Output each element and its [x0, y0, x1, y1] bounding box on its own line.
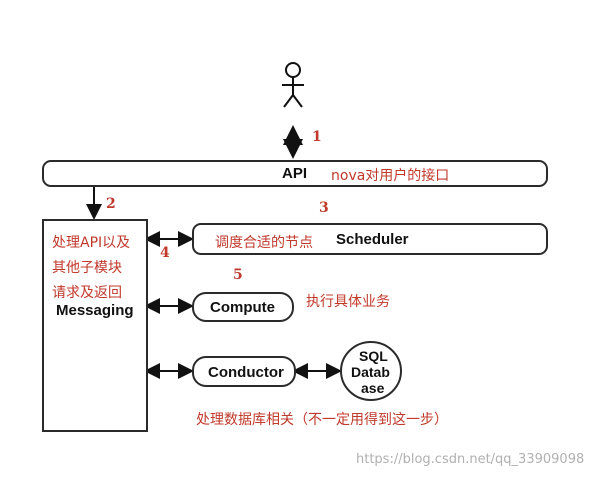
conductor-box: [192, 356, 296, 387]
conductor-label: Conductor: [208, 364, 284, 381]
database-label-line-3: ase: [361, 380, 385, 396]
messaging-note-line-1: 处理API以及: [52, 235, 131, 251]
step-number-4: 4: [160, 245, 170, 261]
compute-box: [192, 292, 294, 322]
messaging-note-line-2: 其他子模块: [52, 260, 122, 276]
scheduler-bar: [192, 223, 548, 255]
api-label: API: [282, 165, 308, 182]
compute-note: 执行具体业务: [306, 294, 390, 310]
database-label-line-2: Datab: [351, 364, 390, 380]
messaging-box: [42, 219, 148, 432]
messaging-note-line-3: 请求及返回: [52, 285, 122, 301]
api-note: nova对用户的接口: [331, 168, 450, 184]
user-figure-icon: [282, 62, 304, 108]
api-bar: [42, 160, 548, 187]
step-number-3: 3: [319, 200, 329, 216]
watermark: https://blog.csdn.net/qq_33909098: [356, 452, 585, 467]
database-label-line-1: SQL: [359, 348, 388, 364]
step-number-1: 1: [312, 129, 322, 145]
step-number-2: 2: [106, 196, 116, 212]
conductor-note: 处理数据库相关（不一定用得到这一步）: [196, 412, 448, 428]
scheduler-label: Scheduler: [336, 231, 409, 248]
messaging-label: Messaging: [56, 302, 134, 319]
step-number-5: 5: [233, 267, 243, 283]
database-ellipse: [340, 341, 402, 401]
compute-label: Compute: [210, 299, 275, 316]
scheduler-note: 调度合适的节点: [215, 235, 313, 251]
